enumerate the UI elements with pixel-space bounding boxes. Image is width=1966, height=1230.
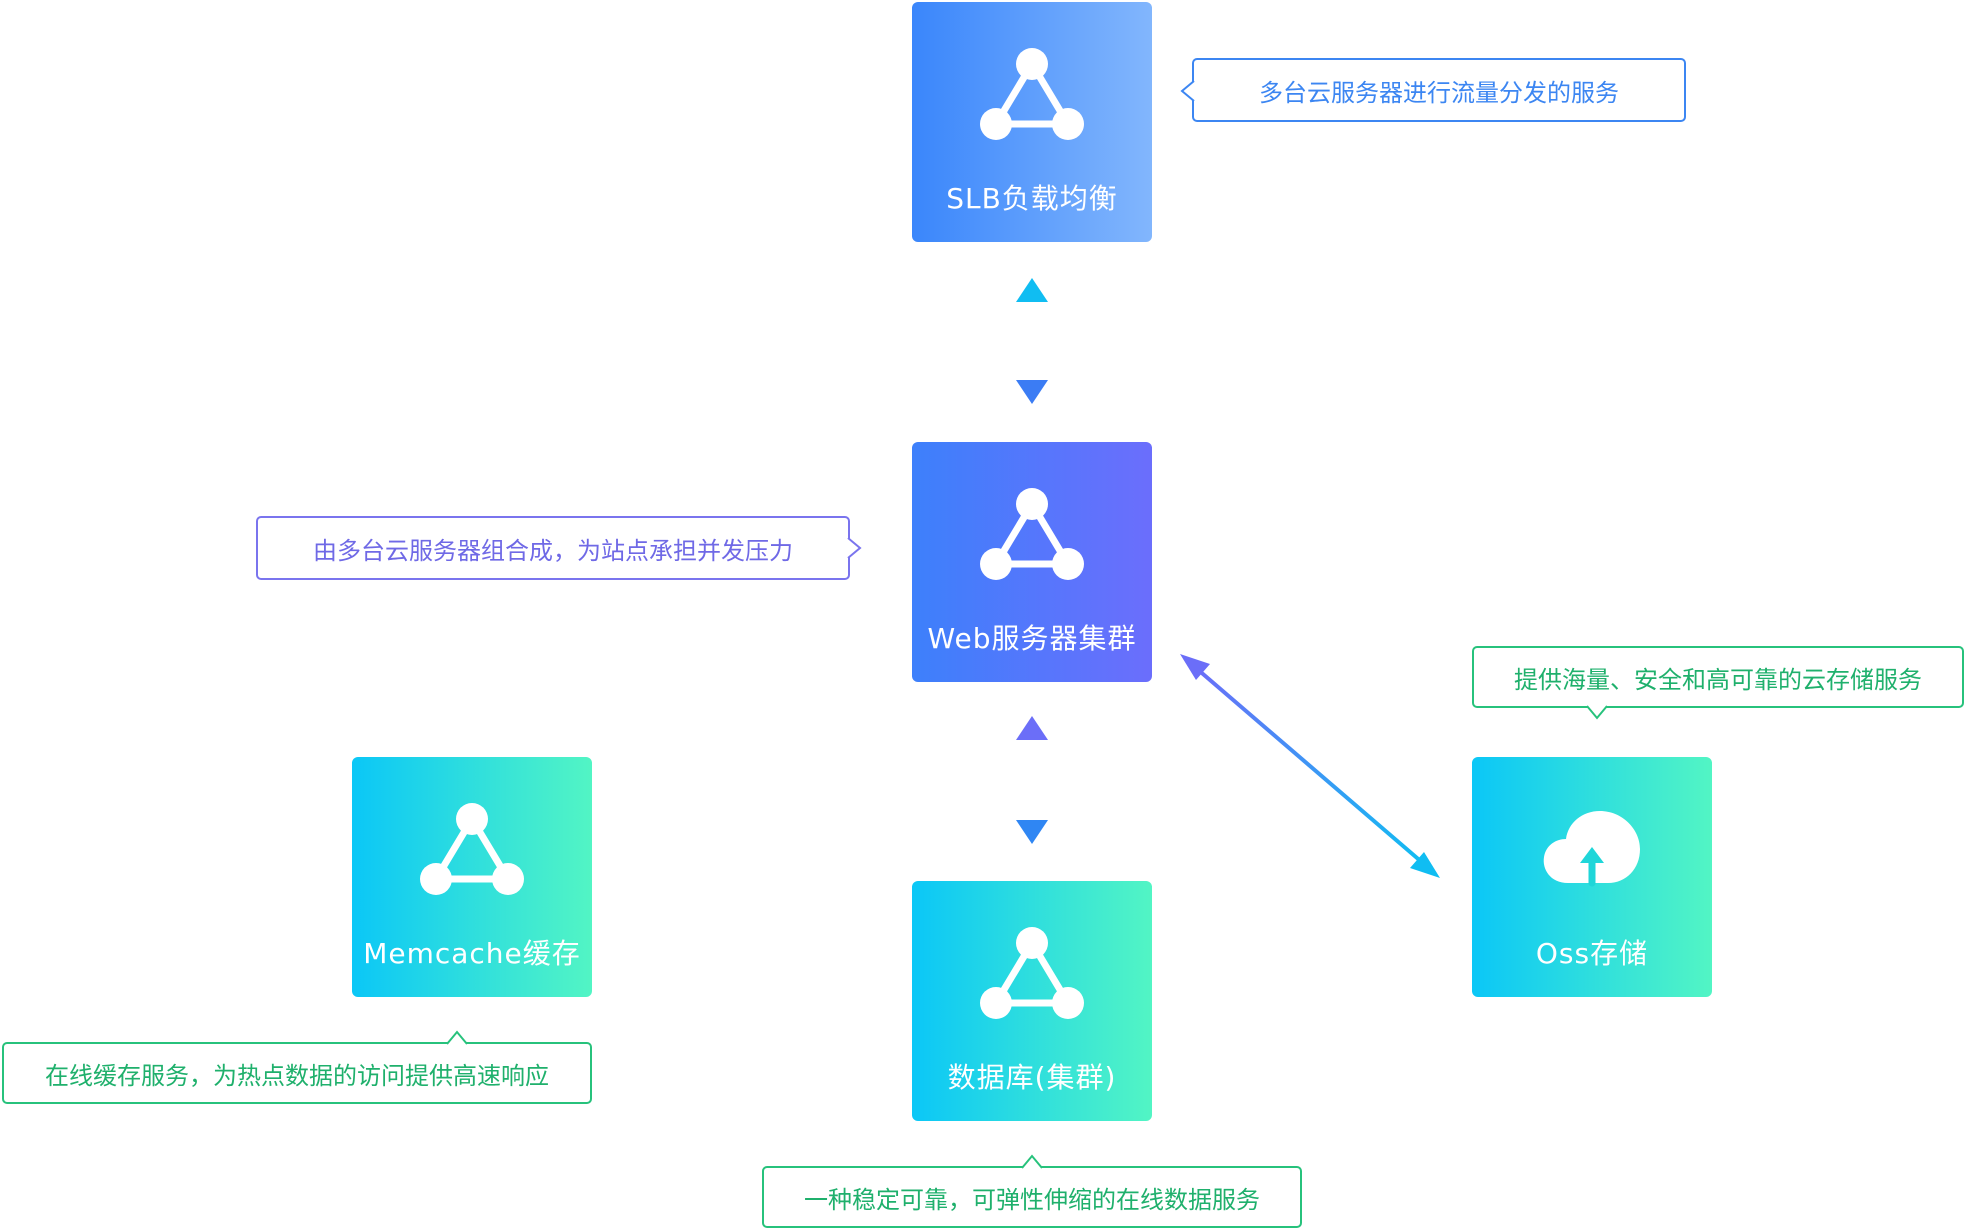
callout-slb: 多台云服务器进行流量分发的服务 <box>1192 58 1686 122</box>
callout-memcache: 在线缓存服务，为热点数据的访问提供高速响应 <box>2 1042 592 1104</box>
callout-memcache-text: 在线缓存服务，为热点数据的访问提供高速响应 <box>45 1061 549 1090</box>
node-db: 数据库(集群) <box>912 881 1152 1121</box>
callout-slb-pointer <box>1180 80 1195 102</box>
node-web: Web服务器集群 <box>912 442 1152 682</box>
callout-web: 由多台云服务器组合成，为站点承担并发压力 <box>256 516 850 580</box>
callout-db: 一种稳定可靠，可弹性伸缩的在线数据服务 <box>762 1166 1302 1228</box>
arrow-web-oss <box>1180 654 1440 878</box>
node-db-label: 数据库(集群) <box>947 1061 1117 1094</box>
arrow-slb-web <box>1016 278 1048 404</box>
node-slb: SLB负载均衡 <box>912 2 1152 242</box>
network-triangle-icon <box>980 488 1084 580</box>
node-memcache-label: Memcache缓存 <box>363 937 581 970</box>
callout-web-text: 由多台云服务器组合成，为站点承担并发压力 <box>313 536 793 565</box>
node-oss: Oss存储 <box>1472 757 1712 997</box>
callout-oss: 提供海量、安全和高可靠的云存储服务 <box>1472 646 1964 708</box>
network-triangle-icon <box>420 803 524 895</box>
callout-memcache-pointer <box>446 1030 468 1045</box>
node-slb-label: SLB负载均衡 <box>946 182 1118 215</box>
arrow-web-db <box>1016 716 1048 844</box>
network-triangle-icon <box>980 48 1084 140</box>
node-web-label: Web服务器集群 <box>927 622 1137 655</box>
callout-web-pointer <box>847 537 862 559</box>
callout-db-text: 一种稳定可靠，可弹性伸缩的在线数据服务 <box>804 1185 1260 1214</box>
callout-slb-text: 多台云服务器进行流量分发的服务 <box>1259 78 1619 107</box>
cloud-upload-icon <box>1543 811 1640 887</box>
node-memcache: Memcache缓存 <box>352 757 592 997</box>
callout-oss-text: 提供海量、安全和高可靠的云存储服务 <box>1514 665 1922 694</box>
callout-db-pointer <box>1021 1154 1043 1169</box>
network-triangle-icon <box>980 927 1084 1019</box>
node-oss-label: Oss存储 <box>1535 937 1649 970</box>
callout-oss-pointer <box>1586 705 1608 720</box>
